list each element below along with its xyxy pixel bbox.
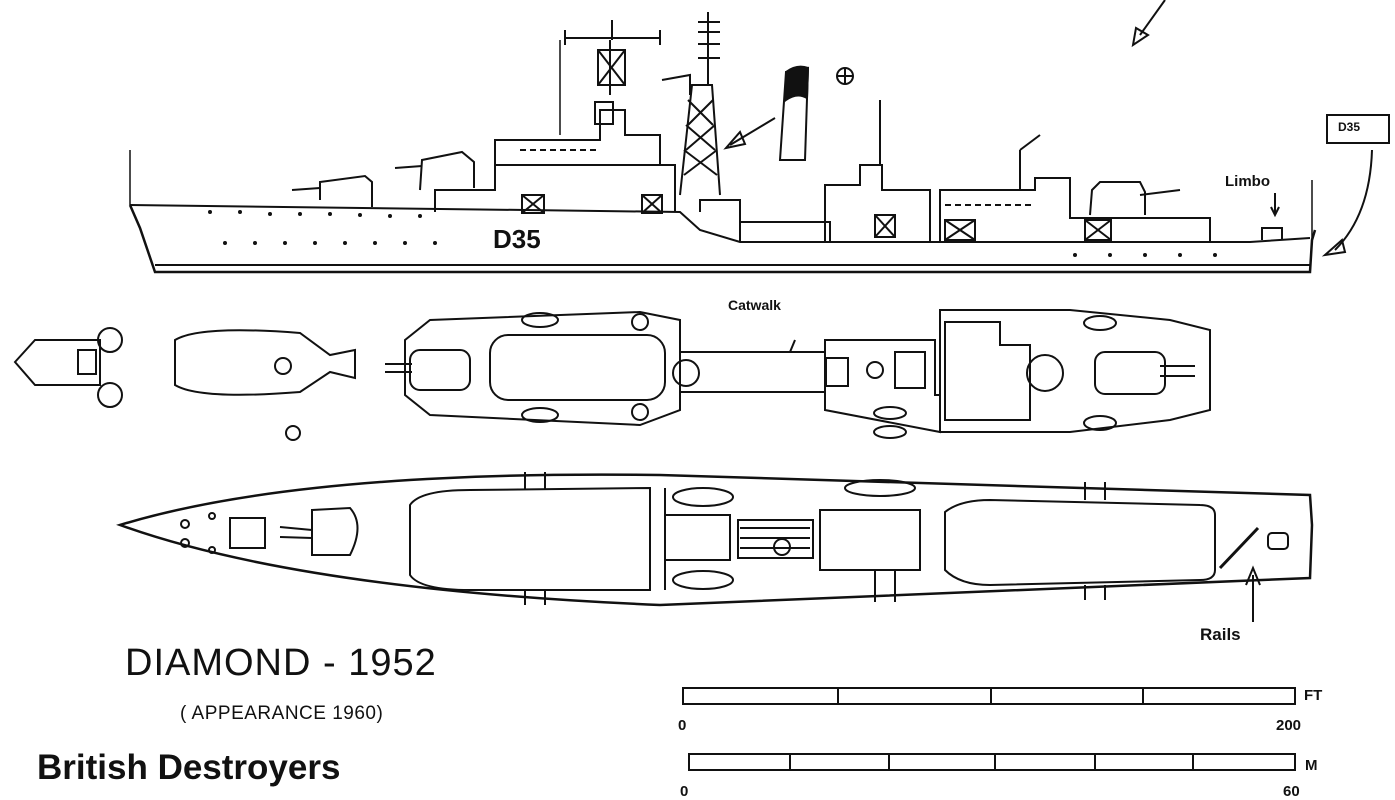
feet-scale-end: 200 [1276, 717, 1302, 734]
ship-title: DIAMOND - 1952 [125, 642, 437, 684]
feet-scale-start: 0 [678, 717, 687, 734]
flag-superior-label: D35 [1338, 120, 1361, 134]
hull-number-label: D35 [493, 224, 541, 254]
appearance-subtitle: ( APPEARANCE 1960) [180, 703, 384, 724]
deck-plan-view [13, 309, 1211, 441]
main-deck-plan [116, 472, 1314, 622]
limbo-label: Limbo [1225, 173, 1270, 190]
metres-scale-unit: M [1305, 757, 1318, 774]
feet-scale-unit: FT [1304, 687, 1323, 704]
metres-scale-start: 0 [680, 783, 689, 800]
scale-bars [682, 687, 1296, 771]
series-title: British Destroyers [37, 748, 341, 787]
profile-view [128, 0, 1390, 274]
metres-scale-end: 60 [1283, 783, 1300, 800]
rails-label: Rails [1200, 625, 1241, 644]
catwalk-label: Catwalk [728, 297, 781, 313]
